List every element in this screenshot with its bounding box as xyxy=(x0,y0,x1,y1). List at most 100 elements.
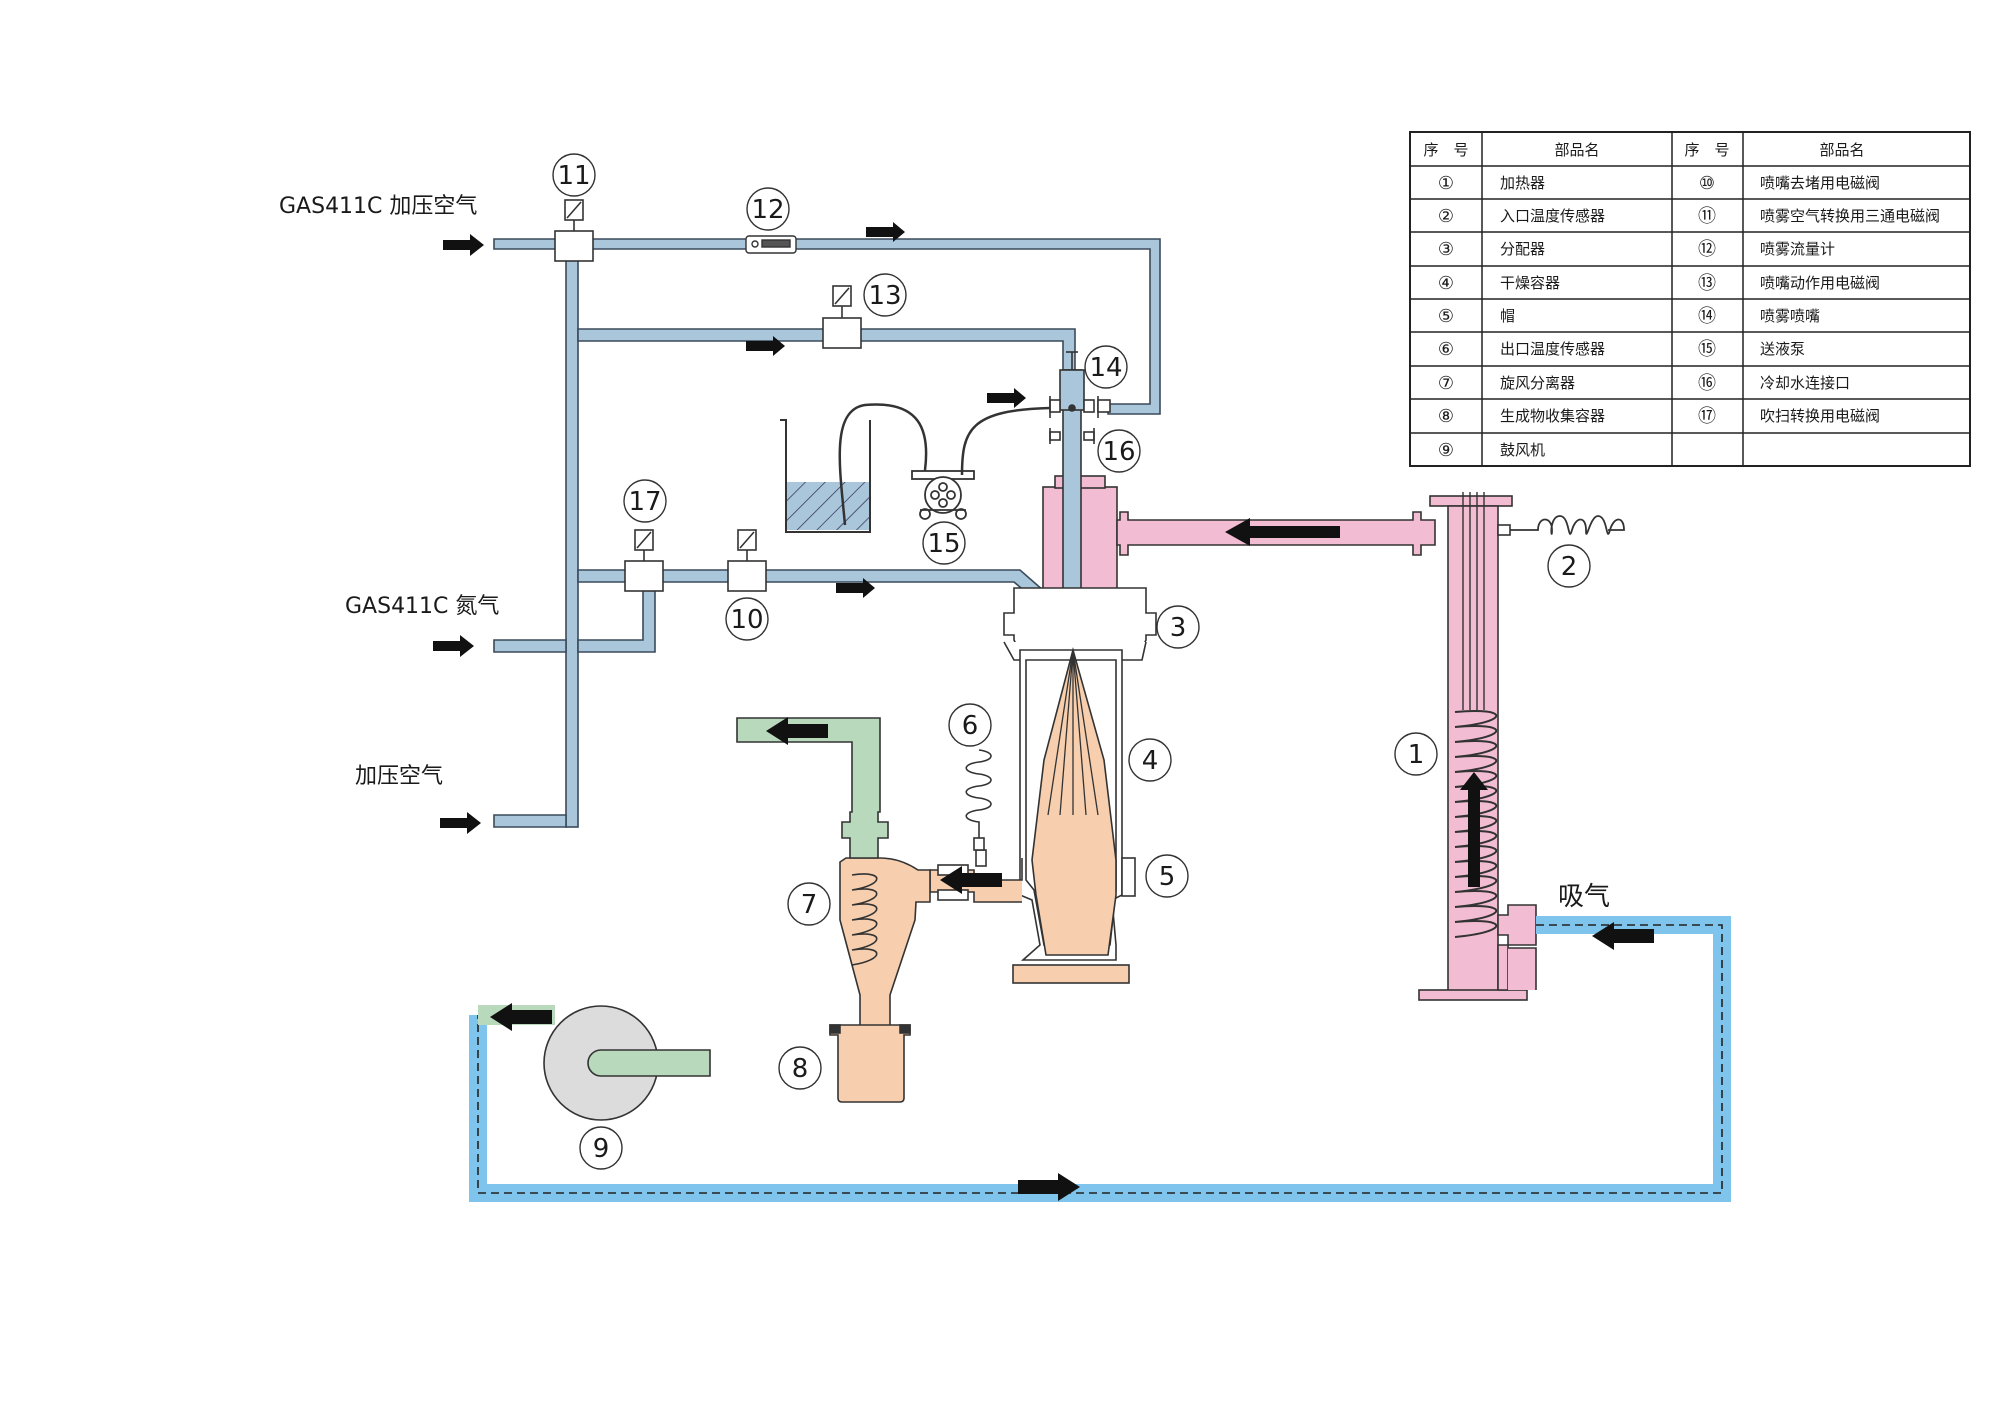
valve-11 xyxy=(554,199,594,262)
table-row-num: ⑭ xyxy=(1698,306,1716,327)
table-row-name: 分配器 xyxy=(1500,240,1545,258)
table-row-num: ⑦ xyxy=(1438,373,1454,394)
callout-11: 11 xyxy=(552,153,596,197)
arrow-flow-purge xyxy=(836,578,875,598)
valve-10 xyxy=(727,529,767,592)
callout-3: 3 xyxy=(1156,605,1200,649)
table-header-name-left: 部品名 xyxy=(1554,141,1599,159)
svg-text:5: 5 xyxy=(1159,862,1176,892)
callout-9: 9 xyxy=(579,1126,623,1170)
svg-text:9: 9 xyxy=(593,1134,610,1164)
blower-9 xyxy=(543,1005,711,1121)
svg-text:10: 10 xyxy=(730,605,763,635)
arrow-flow-nozzle xyxy=(987,388,1026,408)
svg-text:17: 17 xyxy=(628,487,661,517)
table-row-name: 喷嘴动作用电磁阀 xyxy=(1760,274,1880,292)
arrow-duct-left xyxy=(1225,518,1340,546)
table-row-num: ④ xyxy=(1438,273,1454,294)
exhaust-duct xyxy=(736,717,889,859)
arrow-heater-up xyxy=(1460,772,1488,887)
arrow-cyclone-inlet xyxy=(940,866,1002,894)
table-row-name: 加热器 xyxy=(1500,174,1545,192)
table-row-name: 出口温度传感器 xyxy=(1500,340,1605,358)
label-intake: 吸气 xyxy=(1558,882,1610,912)
table-row-num: ⑬ xyxy=(1698,273,1716,294)
svg-text:12: 12 xyxy=(751,195,784,225)
liquid-pump-15 xyxy=(911,406,1051,520)
table-row-num: ⑨ xyxy=(1438,440,1454,461)
table-row-name: 冷却水连接口 xyxy=(1760,374,1850,392)
label-gas-air: GAS411C 加压空气 xyxy=(279,194,477,219)
input-arrows xyxy=(433,222,1026,834)
callout-4: 4 xyxy=(1128,738,1172,782)
callout-2: 2 xyxy=(1547,544,1591,588)
heater-coil xyxy=(1454,710,1498,938)
table-row-name: 送液泵 xyxy=(1760,340,1805,358)
table-header-no-left: 序 号 xyxy=(1423,141,1468,159)
callout-8: 8 xyxy=(778,1046,822,1090)
callout-13: 13 xyxy=(863,273,907,317)
table-row-num: ⑧ xyxy=(1438,406,1454,427)
drying-chamber-4 xyxy=(1003,587,1157,984)
svg-text:11: 11 xyxy=(557,161,590,191)
arrow-air-in xyxy=(443,234,484,256)
table-row-num: ⑮ xyxy=(1698,339,1716,360)
table-row-num: ⑫ xyxy=(1698,239,1716,260)
valve-13 xyxy=(822,285,862,349)
table-row-num: ⑤ xyxy=(1438,306,1454,327)
table-row-name: 喷雾流量计 xyxy=(1760,240,1835,258)
table-row-num: ⑩ xyxy=(1699,173,1715,194)
svg-text:14: 14 xyxy=(1089,353,1122,383)
table-row-name: 帽 xyxy=(1500,307,1515,325)
svg-text:13: 13 xyxy=(868,281,901,311)
callout-15: 15 xyxy=(922,521,966,565)
cyclone-7 xyxy=(829,849,1023,1103)
svg-text:15: 15 xyxy=(927,529,960,559)
svg-text:3: 3 xyxy=(1170,613,1187,643)
arrow-exhaust xyxy=(766,717,828,745)
spray-cone-lines xyxy=(1047,649,1099,816)
arrow-n2-in xyxy=(433,635,474,657)
table-row-name: 吹扫转换用电磁阀 xyxy=(1760,407,1880,425)
beaker xyxy=(780,403,928,533)
table-row-name: 旋风分离器 xyxy=(1500,374,1575,392)
arrow-blower-out xyxy=(490,1003,552,1031)
arrow-flow-13 xyxy=(746,336,785,356)
callout-12: 12 xyxy=(746,187,790,231)
valve-17 xyxy=(624,529,664,592)
svg-text:1: 1 xyxy=(1408,740,1425,770)
table-header-name-right: 部品名 xyxy=(1819,141,1864,159)
arrow-pressurized-in xyxy=(440,812,481,834)
callout-7: 7 xyxy=(787,882,831,926)
parts-table: 序 号 部品名 序 号 部品名 ① 加热器 ② 入口温度传感器 ③ 分配器 ④ … xyxy=(1409,131,1971,467)
callout-5: 5 xyxy=(1145,854,1189,898)
svg-text:8: 8 xyxy=(792,1054,809,1084)
table-row-name: 入口温度传感器 xyxy=(1500,207,1605,225)
table-row-num: ② xyxy=(1438,206,1454,227)
table-row-num: ⑪ xyxy=(1698,206,1716,227)
table-row-name: 干燥容器 xyxy=(1500,274,1560,292)
arrow-intake xyxy=(1592,922,1654,950)
outlet-sensor-6 xyxy=(965,749,992,851)
table-row-name: 喷嘴去堵用电磁阀 xyxy=(1760,174,1880,192)
table-row-name: 生成物收集容器 xyxy=(1500,407,1605,425)
arrow-flow-top xyxy=(866,222,905,242)
svg-text:2: 2 xyxy=(1561,552,1578,582)
table-row-name: 喷雾空气转换用三通电磁阀 xyxy=(1760,207,1940,225)
table-row-num: ① xyxy=(1438,173,1454,194)
callout-1: 1 xyxy=(1394,732,1438,776)
arrow-return xyxy=(1018,1173,1080,1201)
label-gas-n2: GAS411C 氮气 xyxy=(345,594,499,619)
svg-text:16: 16 xyxy=(1102,437,1135,467)
table-row-num: ⑰ xyxy=(1698,406,1716,427)
table-row-num: ⑥ xyxy=(1438,339,1454,360)
table-row-num: ③ xyxy=(1438,239,1454,260)
table-row-num: ⑯ xyxy=(1698,373,1716,394)
svg-text:6: 6 xyxy=(962,711,979,741)
flowmeter-12 xyxy=(745,235,797,254)
callout-6: 6 xyxy=(948,703,992,747)
svg-text:4: 4 xyxy=(1142,746,1159,776)
callout-10: 10 xyxy=(725,597,769,641)
table-row-name: 喷雾喷嘴 xyxy=(1760,307,1820,325)
